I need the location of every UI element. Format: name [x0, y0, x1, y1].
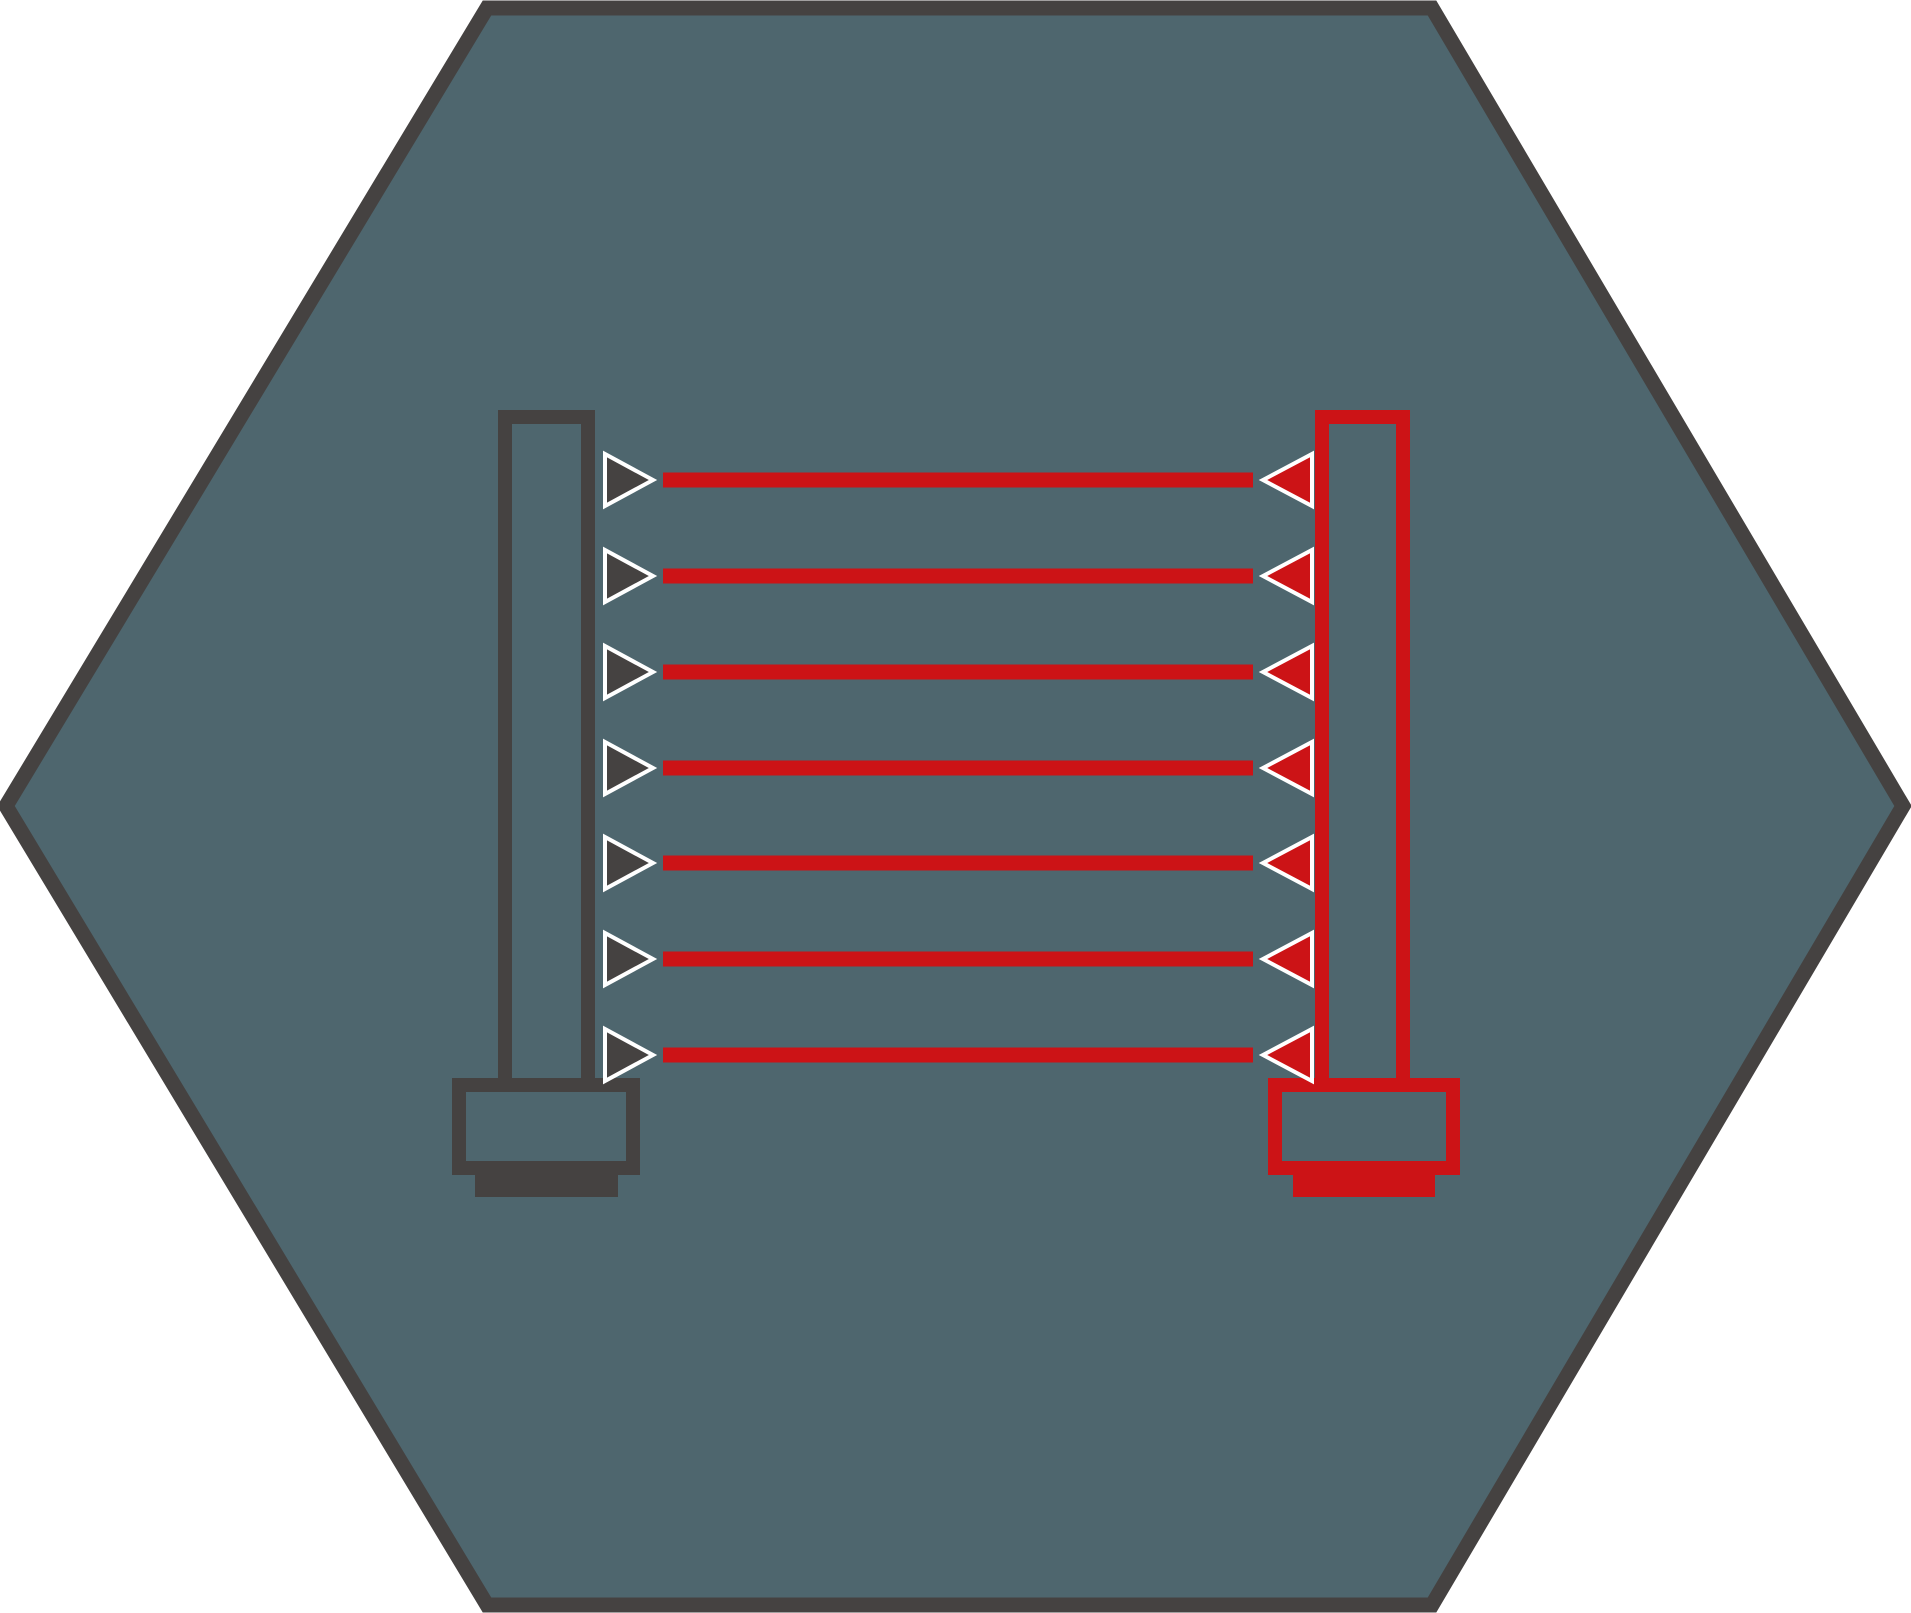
- receiver-base: [1268, 1078, 1460, 1175]
- emit-arrow-icon: [603, 642, 658, 702]
- emitter-unit: [452, 410, 640, 1197]
- emit-arrow-icon: [603, 833, 658, 893]
- receive-arrow-icon: [1258, 929, 1314, 989]
- light-beam: [663, 951, 1253, 967]
- receiver-unit: [1268, 410, 1460, 1197]
- receive-arrow-icon: [1258, 738, 1314, 798]
- light-beam: [663, 1047, 1253, 1063]
- emit-arrow-icon: [603, 738, 658, 798]
- light-beam: [663, 855, 1253, 871]
- receive-arrow-icon: [1258, 450, 1314, 510]
- emit-arrow-icon: [603, 450, 658, 510]
- light-beam: [663, 760, 1253, 776]
- emit-arrow-icon: [603, 929, 658, 989]
- beam-row: [603, 1025, 1314, 1085]
- receive-arrow-icon: [1258, 642, 1314, 702]
- emit-arrow-icon: [603, 546, 658, 606]
- light-beam: [663, 472, 1253, 488]
- light-beam: [663, 664, 1253, 680]
- beam-row: [603, 929, 1314, 989]
- beam-row: [603, 450, 1314, 510]
- emitter-foot: [475, 1175, 618, 1197]
- beam-row: [603, 833, 1314, 893]
- receive-arrow-icon: [1258, 546, 1314, 606]
- receive-arrow-icon: [1258, 833, 1314, 893]
- emitter-base: [452, 1078, 640, 1175]
- beam-row: [603, 738, 1314, 798]
- receive-arrow-icon: [1258, 1025, 1314, 1085]
- beam-row: [603, 546, 1314, 606]
- receiver-foot: [1293, 1175, 1435, 1197]
- beam-row: [603, 642, 1314, 702]
- emit-arrow-icon: [603, 1025, 658, 1085]
- light-beam: [663, 568, 1253, 584]
